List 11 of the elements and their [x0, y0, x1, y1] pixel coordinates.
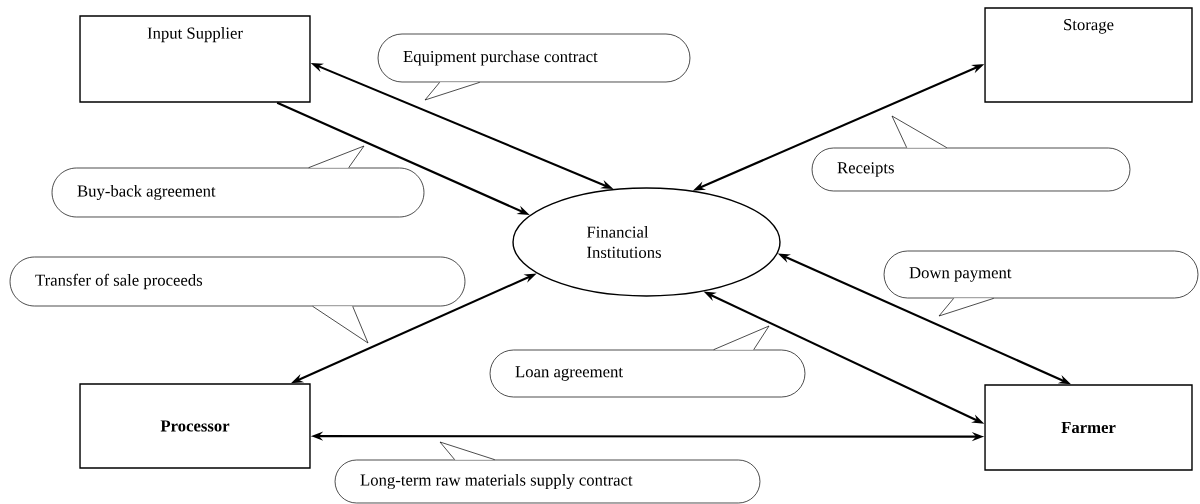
- speech-bubble: Buy-back agreement: [51, 145, 425, 218]
- speech-bubble: Equipment purchase contract: [377, 33, 691, 101]
- process-box: Processor: [79, 383, 311, 469]
- process-box: Input Supplier: [79, 15, 311, 103]
- speech-bubble: Receipts: [811, 115, 1131, 192]
- speech-bubble: Loan agreement: [489, 325, 806, 398]
- speech-bubble: Transfer of sale proceeds: [9, 256, 466, 344]
- speech-bubble: Down payment: [883, 250, 1199, 317]
- process-box: Farmer: [984, 384, 1193, 471]
- process-box: Storage: [984, 7, 1193, 103]
- speech-bubble: Long-term raw materials supply contract: [334, 441, 761, 504]
